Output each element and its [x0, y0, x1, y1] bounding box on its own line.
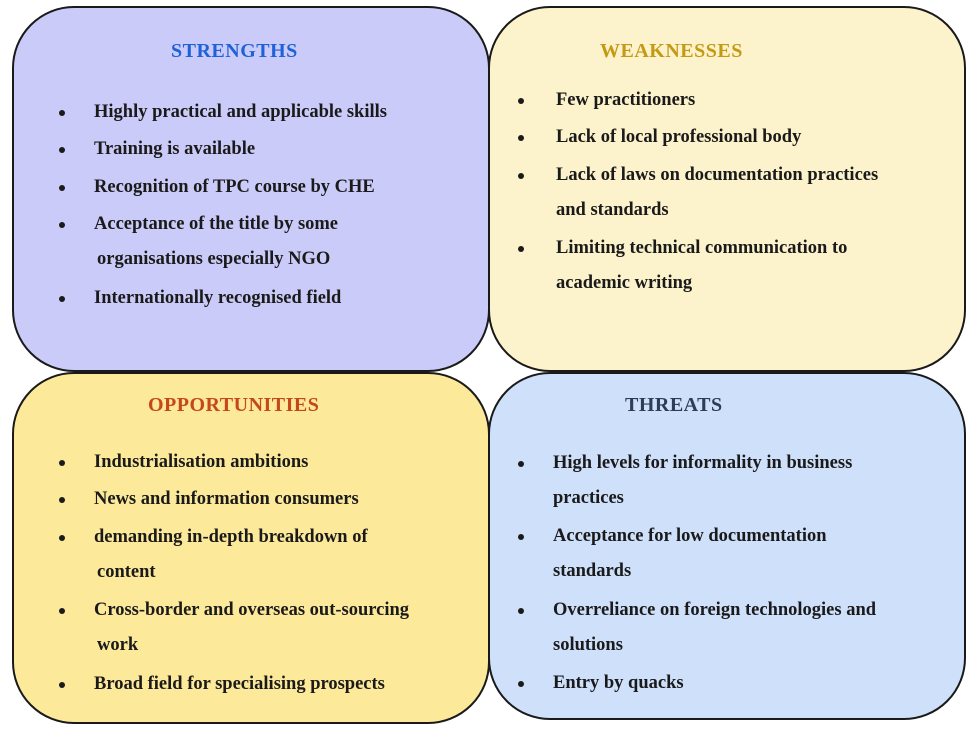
strengths-title: STRENGTHS — [171, 40, 298, 62]
list-item-text: Broad field for specialising prospects — [94, 674, 385, 694]
bullet-icon — [518, 246, 524, 252]
list-item-text: content — [97, 562, 156, 582]
list-item-text: News and information consumers — [94, 489, 359, 509]
bullet-icon — [518, 173, 524, 179]
bullet-icon — [59, 682, 65, 688]
list-item-text: Lack of local professional body — [556, 127, 802, 147]
bullet-icon — [59, 147, 65, 153]
bullet-icon — [518, 534, 524, 540]
list-item-text: High levels for informality in business — [553, 453, 853, 473]
bullet-icon — [59, 110, 65, 116]
list-item-text: Highly practical and applicable skills — [94, 102, 387, 122]
bullet-icon — [59, 222, 65, 228]
list-item-text: solutions — [553, 635, 623, 655]
list-item-text: academic writing — [556, 273, 693, 293]
bullet-icon — [518, 135, 524, 141]
list-item-text: and standards — [556, 200, 669, 220]
bullet-icon — [518, 681, 524, 687]
bullet-icon — [59, 185, 65, 191]
opportunities-title: OPPORTUNITIES — [148, 394, 320, 416]
list-item-text: Recognition of TPC course by CHE — [94, 177, 375, 197]
bullet-icon — [59, 608, 65, 614]
weaknesses-title: WEAKNESSES — [600, 40, 743, 62]
opportunities-quadrant: OPPORTUNITIES Industrialisation ambition… — [12, 372, 490, 724]
list-item-text: demanding in-depth breakdown of — [94, 527, 368, 547]
list-item-text: Few practitioners — [556, 90, 696, 110]
list-item-text: Internationally recognised field — [94, 288, 342, 308]
list-item-text: standards — [553, 561, 632, 581]
list-item-text: Cross-border and overseas out-sourcing — [94, 600, 410, 620]
bullet-icon — [518, 608, 524, 614]
bullet-icon — [518, 98, 524, 104]
list-item-text: Acceptance of the title by some — [94, 214, 339, 234]
list-item-text: Industrialisation ambitions — [94, 452, 309, 472]
bullet-icon — [518, 461, 524, 467]
bullet-icon — [59, 460, 65, 466]
bullet-icon — [59, 296, 65, 302]
list-item-text: organisations especially NGO — [97, 249, 331, 269]
threats-title: THREATS — [625, 394, 723, 416]
threats-quadrant: THREATS High levels for informality in b… — [488, 372, 966, 720]
list-item-text: Lack of laws on documentation practices — [556, 165, 879, 185]
bullet-icon — [59, 497, 65, 503]
list-item-text: Training is available — [94, 139, 256, 159]
list-item-text: work — [97, 635, 139, 655]
list-item-text: practices — [553, 488, 624, 508]
list-item-text: Acceptance for low documentation — [553, 526, 827, 546]
list-item-text: Overreliance on foreign technologies and — [553, 600, 877, 620]
strengths-quadrant: STRENGTHS Highly practical and applicabl… — [12, 6, 490, 372]
list-item-text: Entry by quacks — [553, 673, 684, 693]
bullet-icon — [59, 535, 65, 541]
list-item-text: Limiting technical communication to — [556, 238, 848, 258]
